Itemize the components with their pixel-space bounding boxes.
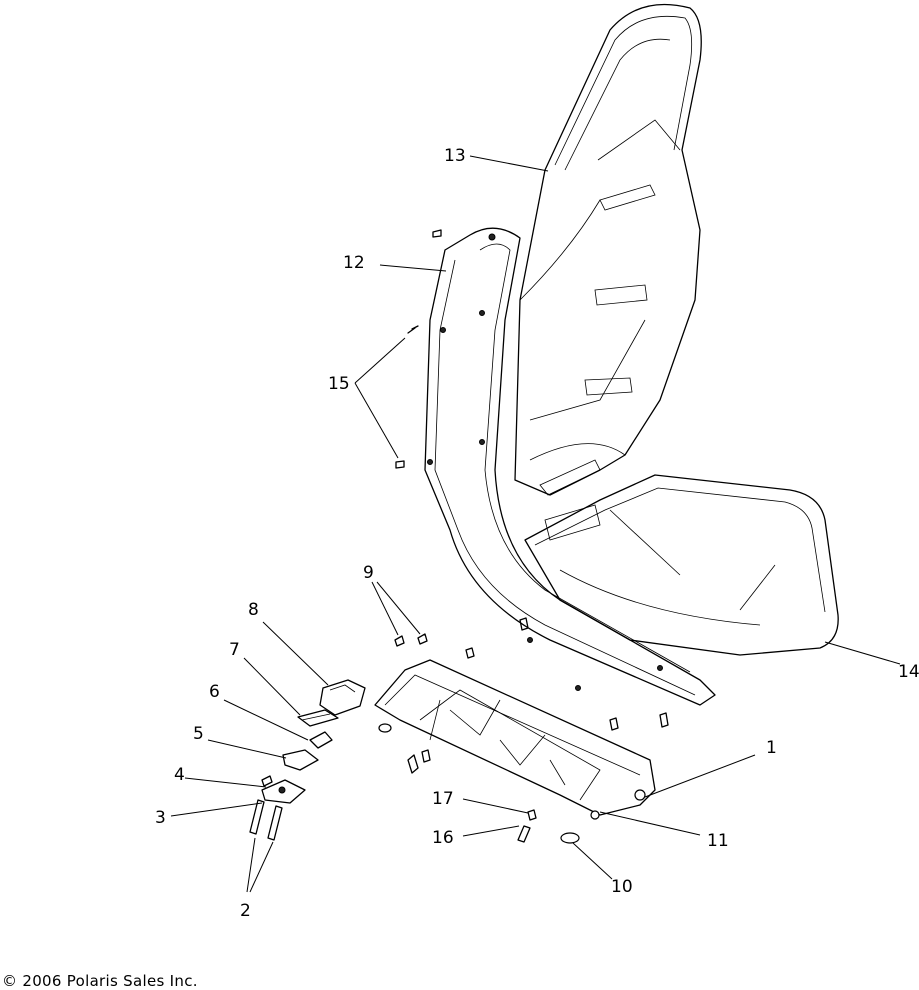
callout-11: 11 — [707, 831, 729, 851]
callout-1: 1 — [766, 738, 777, 758]
callout-5: 5 — [193, 724, 204, 744]
callout-2: 2 — [240, 901, 251, 921]
callout-6: 6 — [209, 682, 220, 702]
seat-frame — [424, 227, 716, 706]
copyright-notice: © 2006 Polaris Sales Inc. — [2, 972, 198, 990]
callout-16: 16 — [432, 828, 454, 848]
seat-bottom-cushion — [524, 474, 839, 656]
seat-back-cushion — [514, 3, 702, 496]
callout-3: 3 — [155, 808, 166, 828]
callout-13: 13 — [444, 146, 466, 166]
bolts — [249, 229, 669, 844]
callout-9: 9 — [363, 563, 374, 583]
callout-12: 12 — [343, 253, 365, 273]
callout-17: 17 — [432, 789, 454, 809]
callout-labels: 1 2 3 4 5 6 7 8 9 10 11 12 13 14 15 16 1… — [155, 146, 919, 921]
callout-7: 7 — [229, 640, 240, 660]
callout-10: 10 — [611, 877, 633, 897]
leader-lines — [170, 155, 901, 893]
callout-8: 8 — [248, 600, 259, 620]
callout-15: 15 — [328, 374, 350, 394]
callout-14: 14 — [898, 662, 919, 682]
callout-4: 4 — [174, 765, 185, 785]
latch-assembly — [261, 679, 366, 804]
seat-base — [374, 659, 656, 820]
